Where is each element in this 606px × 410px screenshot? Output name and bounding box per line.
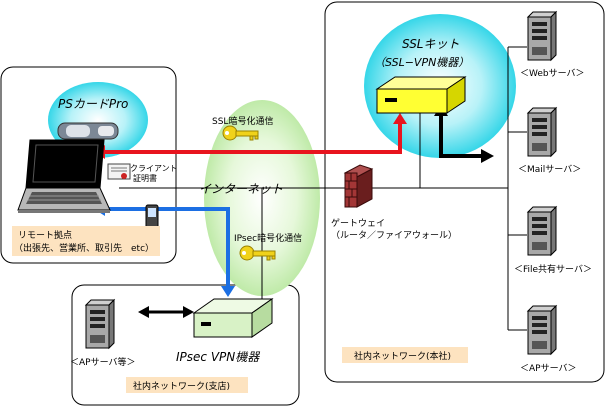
ipsec-vpn-label: IPsec VPN機器: [176, 350, 260, 364]
gateway-label-1: ゲートウェイ: [331, 217, 385, 229]
client-certificate-icon: [107, 163, 131, 180]
remote-label-bg: [12, 226, 160, 256]
client-cert-label-2: 証明書: [133, 173, 157, 183]
branch-link-arrow: [138, 306, 194, 318]
firewall-icon: [343, 164, 374, 208]
hq-network-label-bg: [342, 347, 468, 363]
branch-network-label: 社内ネットワーク(支店): [133, 380, 230, 392]
ps-card-token-icon: [57, 122, 119, 140]
ipsec-key-icon: [239, 245, 276, 261]
hq-network-label: 社内ネットワーク(本社): [354, 350, 451, 362]
mail-server-label: ＜Mailサーバ＞: [518, 164, 581, 175]
ssl-kit-label: SSLキット: [402, 37, 460, 51]
ap-server-branch-icon: [84, 298, 116, 350]
mail-server-icon: [526, 106, 558, 158]
ap-server-branch-label: ＜APサーバ等＞: [70, 356, 136, 368]
branch-network-label-bg: [126, 377, 248, 393]
ssl-vpn-label: （SSL−VPN機器）: [374, 56, 469, 69]
ipsec-vpn-device: [192, 298, 274, 338]
client-cert-label-1: クライアント: [130, 164, 178, 173]
ssl-vpn-device: [375, 76, 467, 114]
ap-server-hq-icon: [526, 304, 558, 356]
remote-label-1: リモート拠点: [18, 229, 72, 241]
ap-server-hq-label: ＜APサーバ＞: [520, 363, 577, 374]
remote-label-2: （出張先、営業所、取引先 etc）: [14, 242, 154, 254]
web-server-icon: [526, 10, 558, 62]
file-server-icon: [526, 205, 558, 257]
ipsec-comm-label: IPsec暗号化通信: [234, 232, 302, 244]
internet-label: インターネット: [199, 182, 283, 196]
ssl-key-icon: [222, 125, 259, 141]
ps-card-label: PSカードPro: [58, 97, 128, 111]
web-server-label: ＜Webサーバ＞: [520, 68, 585, 79]
laptop-icon: [17, 139, 111, 213]
gateway-label-2: （ルータ／ファイアウォール）: [331, 230, 457, 241]
file-server-label: ＜File共有サーバ＞: [514, 263, 592, 275]
ssl-comm-label: SSL暗号化通信: [212, 115, 273, 127]
